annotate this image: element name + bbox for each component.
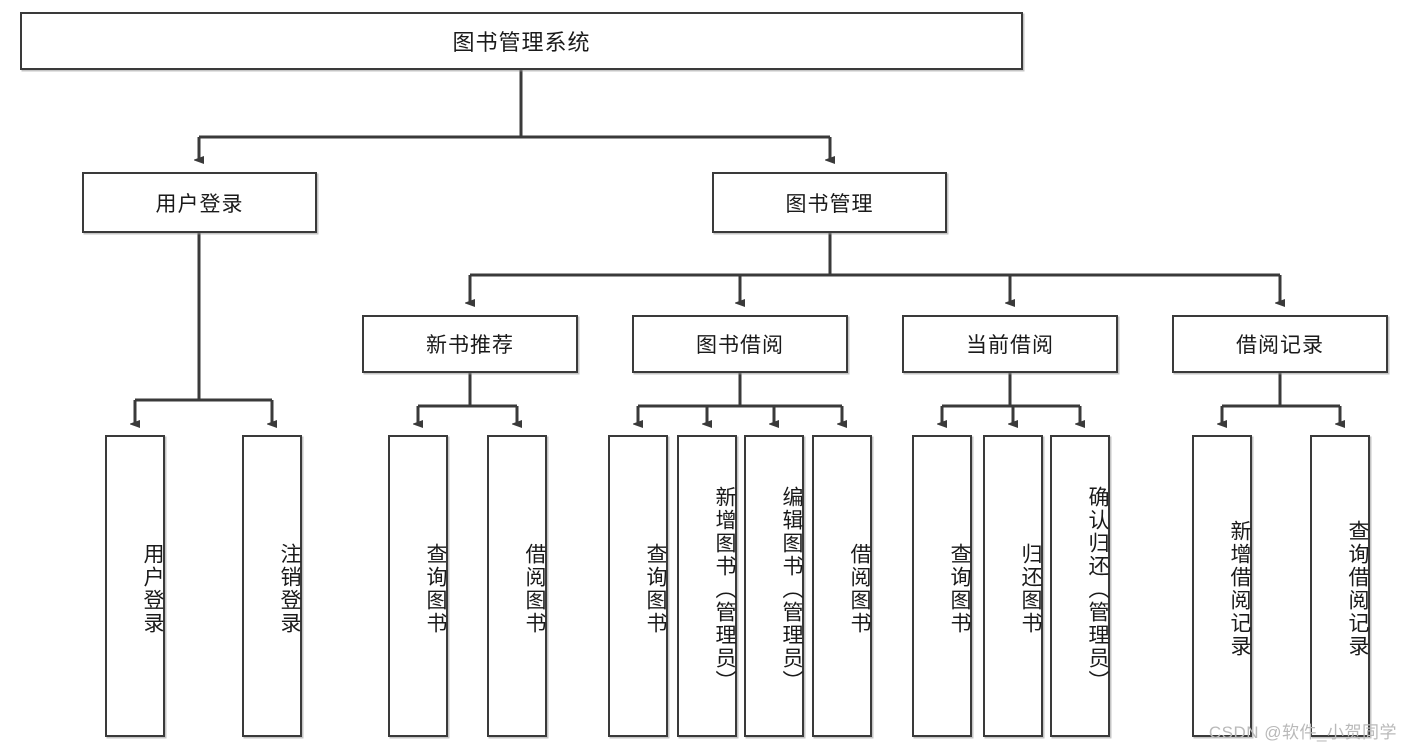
node-label: 确认归还（管理员） [1086,485,1109,693]
node-leaf-user-logout[interactable]: 注销登录 [242,435,302,737]
node-label: 注销登录 [278,543,301,635]
node-label: 新增图书（管理员） [713,485,736,693]
node-current-borrow[interactable]: 当前借阅 [902,315,1118,373]
node-label: 新书推荐 [426,334,514,357]
node-leaf-user-login[interactable]: 用户登录 [105,435,165,737]
node-root-system[interactable]: 图书管理系统 [20,12,1023,70]
csdn-watermark: CSDN @软件_小贺同学 [1208,723,1397,742]
node-book-borrow[interactable]: 图书借阅 [632,315,848,373]
node-leaf-add-book[interactable]: 新增图书（管理员） [677,435,737,737]
node-borrow-record[interactable]: 借阅记录 [1172,315,1388,373]
node-label: 编辑图书（管理员） [780,485,803,693]
node-leaf-query-book-2[interactable]: 查询图书 [608,435,668,737]
node-label: 图书管理 [785,192,874,216]
node-leaf-return-book[interactable]: 归还图书 [983,435,1043,737]
node-label: 用户登录 [141,543,164,635]
node-label: 查询借阅记录 [1346,520,1369,658]
node-label: 查询图书 [644,543,667,635]
node-label: 图书管理系统 [452,30,591,55]
node-leaf-edit-book[interactable]: 编辑图书（管理员） [744,435,804,737]
node-label: 查询图书 [424,543,447,635]
node-leaf-query-record[interactable]: 查询借阅记录 [1310,435,1370,737]
node-user-login[interactable]: 用户登录 [82,172,317,233]
node-label: 当前借阅 [966,334,1054,357]
node-leaf-borrow-book-2[interactable]: 借阅图书 [812,435,872,737]
node-label: 新增借阅记录 [1228,520,1251,658]
node-leaf-confirm-return[interactable]: 确认归还（管理员） [1050,435,1110,737]
node-book-manage[interactable]: 图书管理 [712,172,947,233]
node-label: 查询图书 [948,543,971,635]
node-label: 借阅记录 [1236,334,1324,357]
node-label: 用户登录 [155,192,244,216]
node-label: 借阅图书 [848,543,871,635]
node-leaf-query-book-1[interactable]: 查询图书 [388,435,448,737]
node-leaf-add-record[interactable]: 新增借阅记录 [1192,435,1252,737]
node-leaf-borrow-book-1[interactable]: 借阅图书 [487,435,547,737]
node-new-book-recommend[interactable]: 新书推荐 [362,315,578,373]
node-label: 借阅图书 [523,543,546,635]
node-label: 归还图书 [1019,543,1042,635]
node-label: 图书借阅 [696,334,784,357]
node-leaf-query-book-3[interactable]: 查询图书 [912,435,972,737]
